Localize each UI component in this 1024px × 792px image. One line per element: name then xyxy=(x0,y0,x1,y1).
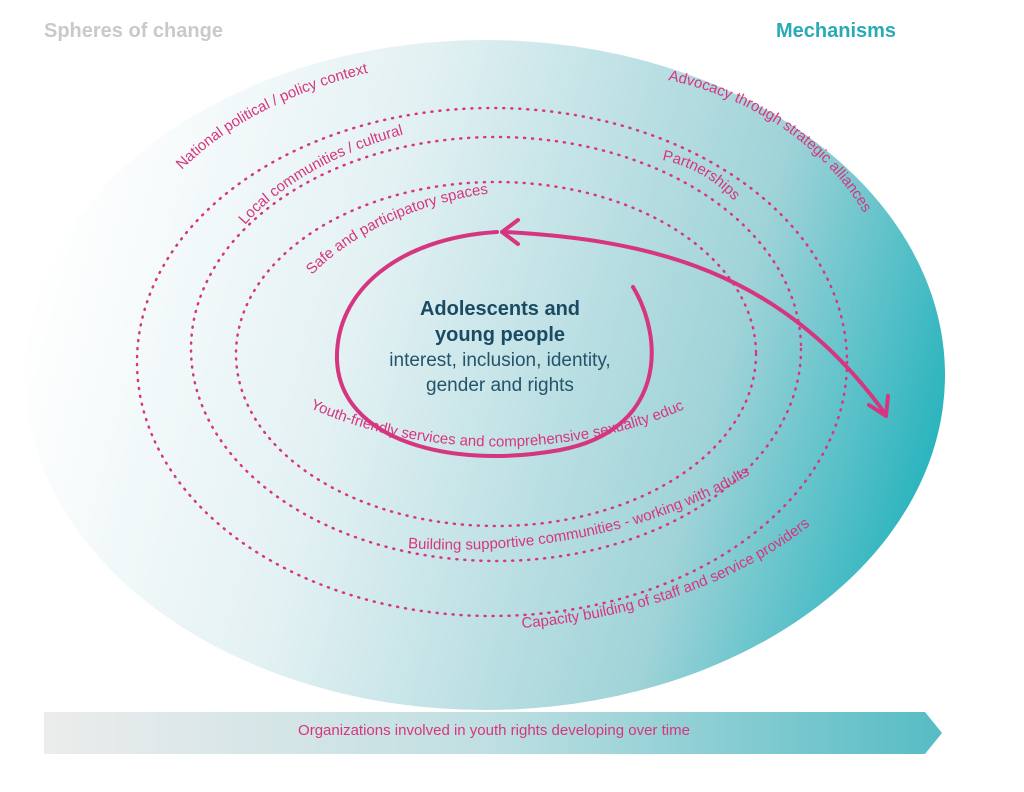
background-oval xyxy=(25,40,945,710)
center-detail-line1: interest, inclusion, identity, xyxy=(389,350,611,371)
mechanisms-heading: Mechanisms xyxy=(776,20,897,42)
center-text-block: Adolescents and young people interest, i… xyxy=(340,296,660,398)
center-title-line1: Adolescents and xyxy=(419,298,581,320)
spheres-of-change-heading: Spheres of change xyxy=(44,20,223,42)
timeline-arrow xyxy=(44,712,942,754)
middle-sphere-ring xyxy=(189,135,803,563)
outer-sphere-ring xyxy=(135,106,849,618)
timeline-label: Organizations involved in youth rights d… xyxy=(298,722,690,739)
spiral-line xyxy=(334,230,654,458)
inner-sphere-ring xyxy=(234,180,758,528)
outward-arrowhead xyxy=(867,394,890,418)
outward-arrow-line xyxy=(503,230,886,414)
spiral-arrowhead xyxy=(500,218,520,246)
center-title-line2: young people xyxy=(435,324,565,346)
center-detail-line2: gender and rights xyxy=(426,375,574,396)
